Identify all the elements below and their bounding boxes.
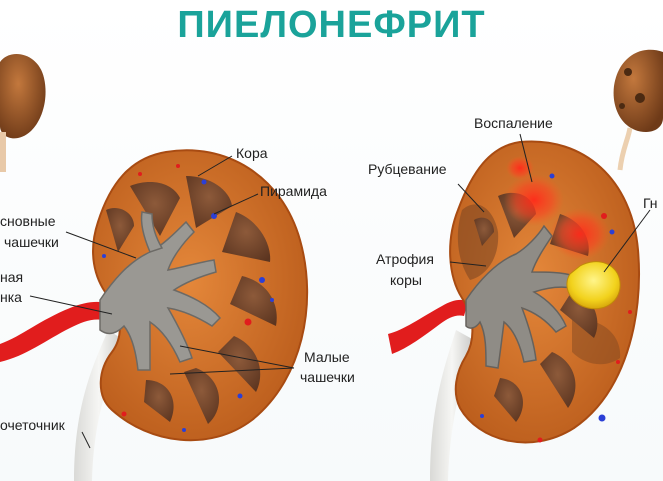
label-major-calyces-2: чашечки bbox=[4, 234, 59, 250]
collecting-system-right bbox=[465, 224, 575, 369]
label-inflammation: Воспаление bbox=[474, 115, 553, 131]
label-pyramid: Пирамида bbox=[260, 183, 327, 199]
leader-lines-right bbox=[449, 133, 651, 273]
small-kidney-left bbox=[0, 54, 46, 172]
kidney-right bbox=[388, 140, 641, 481]
label-scarring: Рубцевание bbox=[368, 161, 447, 177]
label-ureter: очеточник bbox=[0, 417, 66, 433]
renal-artery-right bbox=[388, 299, 468, 354]
label-pelvis-2: нка bbox=[0, 289, 22, 305]
abscess bbox=[566, 261, 621, 310]
small-kidney-right bbox=[613, 49, 663, 171]
label-pus: Гн bbox=[643, 195, 658, 211]
vessels-right bbox=[480, 173, 632, 443]
kidney-left bbox=[0, 149, 309, 481]
leader-lines-left bbox=[29, 155, 295, 449]
renal-artery-left bbox=[0, 301, 108, 362]
label-atrophy-1: Атрофия bbox=[376, 251, 434, 267]
vessels-left bbox=[102, 164, 274, 432]
collecting-system-left bbox=[99, 211, 222, 371]
label-cortex: Кора bbox=[236, 145, 268, 161]
label-atrophy-2: коры bbox=[390, 272, 422, 288]
diagram-title: ПИЕЛОНЕФРИТ bbox=[177, 4, 486, 46]
label-major-calyces-1: сновные bbox=[0, 213, 56, 229]
label-minor-calyces-1: Малые bbox=[304, 349, 350, 365]
label-minor-calyces-2: чашечки bbox=[300, 369, 355, 385]
label-pelvis-1: ная bbox=[0, 269, 23, 285]
pyramids-left bbox=[106, 176, 277, 424]
